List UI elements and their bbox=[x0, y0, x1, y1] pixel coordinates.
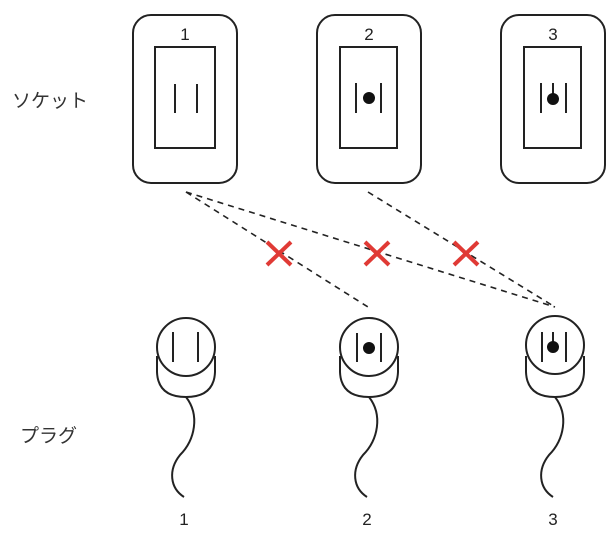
socket-2: 2 bbox=[316, 14, 422, 184]
cord bbox=[540, 396, 565, 498]
plug-3: 3 bbox=[525, 315, 585, 529]
connection-socket2-plug3 bbox=[367, 191, 556, 308]
socket-3: 3 bbox=[500, 14, 606, 184]
plug-number: 1 bbox=[179, 510, 188, 529]
cross-icon bbox=[452, 240, 480, 267]
round-pin-hole bbox=[363, 92, 375, 104]
socket-1: 1 bbox=[132, 14, 238, 184]
connection-socket1-plug3 bbox=[185, 191, 556, 308]
socket-number: 2 bbox=[364, 25, 373, 44]
plug-1: 1 bbox=[156, 317, 216, 529]
cord bbox=[354, 396, 379, 498]
ground-pin-hole bbox=[547, 93, 559, 105]
cross-icon bbox=[265, 240, 293, 267]
socket-number: 1 bbox=[180, 25, 189, 44]
plug-number: 3 bbox=[548, 510, 557, 529]
cord bbox=[171, 396, 196, 498]
plug-2: 2 bbox=[339, 317, 399, 529]
connection-socket1-plug2 bbox=[185, 191, 369, 308]
cross-icon bbox=[363, 240, 391, 267]
plug-row-label: プラグ bbox=[20, 425, 77, 447]
socket-row-label: ソケット bbox=[12, 90, 88, 112]
socket-number: 3 bbox=[548, 25, 557, 44]
plug-number: 2 bbox=[362, 510, 371, 529]
